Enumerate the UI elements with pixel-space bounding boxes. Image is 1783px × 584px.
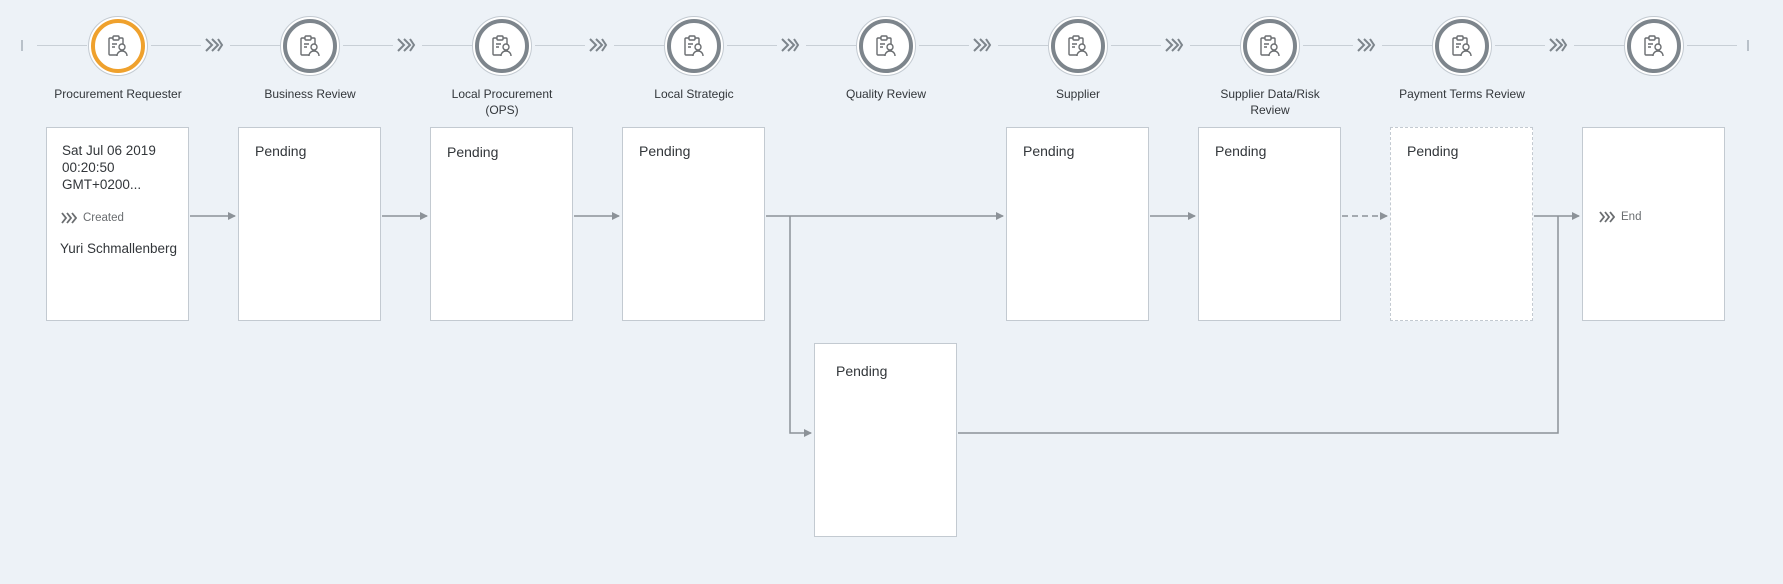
clipboard-user-icon <box>108 35 128 57</box>
lane-line <box>614 45 664 46</box>
status-text: Pending <box>447 144 499 160</box>
status-text: Pending <box>1023 143 1075 159</box>
clipboard-user-icon <box>1452 35 1472 57</box>
double-chevron-right-icon <box>589 38 608 52</box>
lane-line <box>1303 45 1353 46</box>
step-node-procurement-requester[interactable] <box>88 16 148 76</box>
clipboard-user-icon <box>300 35 320 57</box>
status-text: Pending <box>1215 143 1267 159</box>
lane-line <box>998 45 1048 46</box>
lane-line <box>422 45 472 46</box>
clipboard-user-icon <box>492 35 512 57</box>
lane-line <box>37 45 87 46</box>
step-label-procurement-requester: Procurement Requester <box>54 87 182 101</box>
end-label: End <box>1621 211 1642 223</box>
lane-line <box>1687 45 1737 46</box>
step-node-payment-terms[interactable] <box>1432 16 1492 76</box>
lane-start-marker <box>21 40 23 51</box>
created-date: Sat Jul 06 2019 00:20:50 GMT+0200... <box>62 143 156 192</box>
lane-line <box>806 45 856 46</box>
double-chevron-right-icon <box>205 38 224 52</box>
node-card-local-strategic[interactable]: Pending <box>622 127 765 321</box>
status-text: Pending <box>255 143 307 159</box>
triple-chevron-right-icon <box>1599 211 1615 223</box>
step-node-local-strategic[interactable] <box>664 16 724 76</box>
lane-line <box>343 45 393 46</box>
step-node-quality-review[interactable] <box>856 16 916 76</box>
lane-line <box>1574 45 1624 46</box>
double-chevron-right-icon <box>781 38 800 52</box>
step-label-supplier: Supplier <box>1055 87 1101 101</box>
lane-line <box>919 45 969 46</box>
double-chevron-right-icon <box>397 38 416 52</box>
clipboard-user-icon <box>1644 35 1664 57</box>
lane-line <box>1190 45 1240 46</box>
lane-line <box>230 45 280 46</box>
node-card-supplier-data-risk[interactable]: Pending <box>1198 127 1341 321</box>
step-label-local-procurement: Local Procurement (OPS) <box>451 87 553 117</box>
clipboard-user-icon <box>1068 35 1088 57</box>
step-label-local-strategic: Local Strategic <box>654 87 734 101</box>
double-chevron-right-icon <box>973 38 992 52</box>
node-card-end[interactable]: End <box>1582 127 1725 321</box>
double-chevron-right-icon <box>1357 38 1376 52</box>
connector-branch-down <box>789 216 812 437</box>
step-node-business-review[interactable] <box>280 16 340 76</box>
lane-line <box>1111 45 1161 46</box>
lane-line <box>535 45 585 46</box>
step-node-supplier-data-risk[interactable] <box>1240 16 1300 76</box>
step-label-quality-review: Quality Review <box>845 87 927 101</box>
lane-line <box>151 45 201 46</box>
lane-line <box>1495 45 1545 46</box>
clipboard-user-icon <box>1260 35 1280 57</box>
clipboard-user-icon <box>684 35 704 57</box>
status-text: Pending <box>639 143 691 159</box>
node-card-business-review[interactable]: Pending <box>238 127 381 321</box>
node-card-procurement-requester[interactable]: Sat Jul 06 2019 00:20:50 GMT+0200... Cre… <box>46 127 189 321</box>
clipboard-user-icon <box>876 35 896 57</box>
state-label: Created <box>83 212 124 224</box>
lane-end-marker <box>1747 40 1749 51</box>
end-row: End <box>1599 211 1641 223</box>
lane-line <box>1382 45 1432 46</box>
step-node-supplier[interactable] <box>1048 16 1108 76</box>
node-card-branch[interactable]: Pending <box>814 343 957 537</box>
step-node-local-procurement[interactable] <box>472 16 532 76</box>
step-node-end[interactable] <box>1624 16 1684 76</box>
step-label-business-review: Business Review <box>264 87 356 101</box>
double-chevron-right-icon <box>1165 38 1184 52</box>
node-card-supplier[interactable]: Pending <box>1006 127 1149 321</box>
step-label-supplier-data-risk: Supplier Data/Risk Review <box>1220 87 1320 117</box>
node-card-local-procurement[interactable]: Pending <box>430 127 573 321</box>
double-chevron-right-icon <box>1549 38 1568 52</box>
lane-line <box>727 45 777 46</box>
status-text: Pending <box>1407 143 1459 159</box>
status-text: Pending <box>836 363 888 379</box>
step-label-payment-terms: Payment Terms Review <box>1399 87 1525 101</box>
state-row: Created <box>61 212 124 224</box>
user-name: Yuri Schmallenberg <box>60 241 178 256</box>
triple-chevron-right-icon <box>61 212 77 224</box>
node-card-payment-terms[interactable]: Pending <box>1390 127 1533 321</box>
